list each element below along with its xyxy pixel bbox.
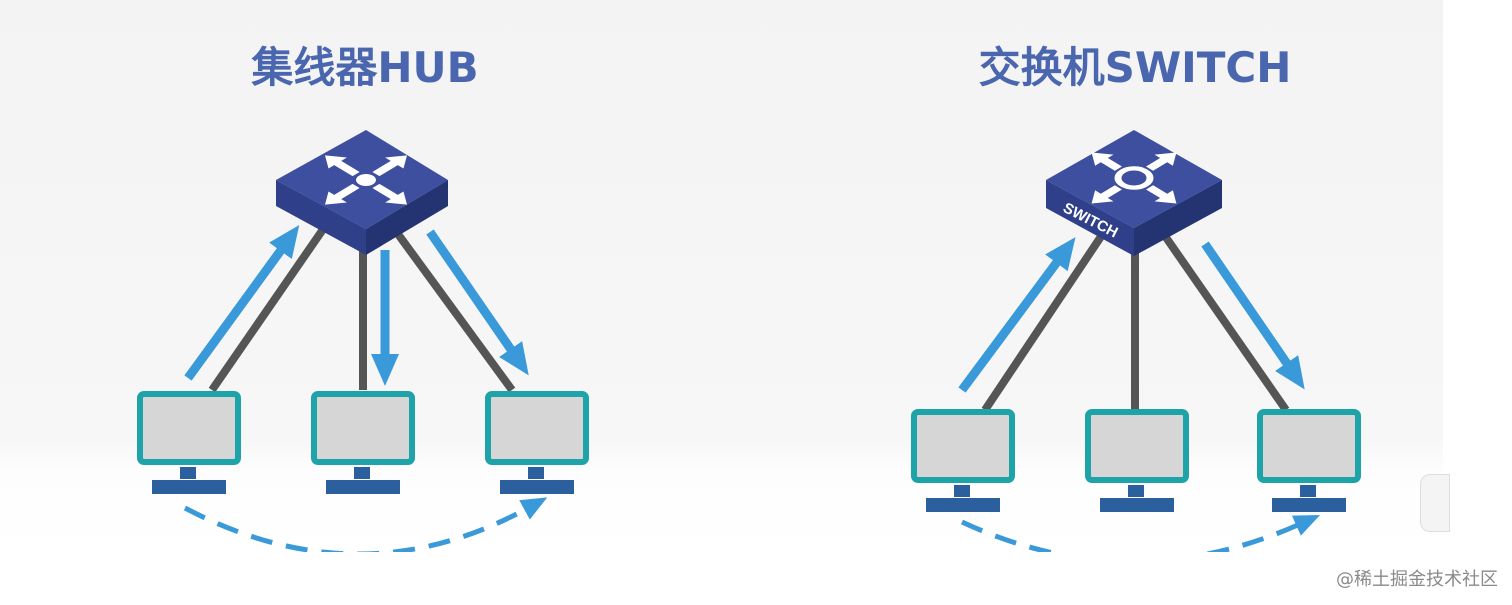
switch-link-right <box>1161 233 1290 413</box>
hub-arrow-up-left <box>184 224 300 381</box>
side-scroll-handle[interactable] <box>1420 474 1450 532</box>
hub-computer-3 <box>485 391 589 494</box>
switch-device-icon: SWITCH <box>1046 130 1222 256</box>
hub-links <box>208 222 516 393</box>
watermark: @稀土掘金技术社区 <box>1336 569 1498 590</box>
switch-computer-3 <box>1257 409 1361 512</box>
hub-arrow-down-right <box>426 229 529 376</box>
hub-arrows <box>184 224 529 386</box>
switch-links <box>981 229 1290 413</box>
switch-arrow-down-right <box>1201 241 1305 390</box>
switch-computer-2 <box>1085 409 1189 512</box>
switch-computer-1 <box>911 409 1015 512</box>
switch-arrow-up-left <box>958 237 1076 393</box>
switch-title: 交换机SWITCH <box>978 43 1292 92</box>
hub-link-left <box>208 222 330 393</box>
hub-computer-2 <box>311 391 415 494</box>
switch-link-left <box>981 229 1108 413</box>
hub-dashed-curve-arrow-icon <box>183 497 548 552</box>
hub-title: 集线器HUB <box>251 43 479 92</box>
switch-arrows <box>958 237 1305 393</box>
hub-computer-1 <box>137 391 241 494</box>
network-diagram: SWITCH <box>137 130 1361 552</box>
switch-dashed-curve-arrow-icon <box>960 515 1321 552</box>
hub-link-right <box>391 227 516 393</box>
hub-device-icon <box>276 130 448 255</box>
